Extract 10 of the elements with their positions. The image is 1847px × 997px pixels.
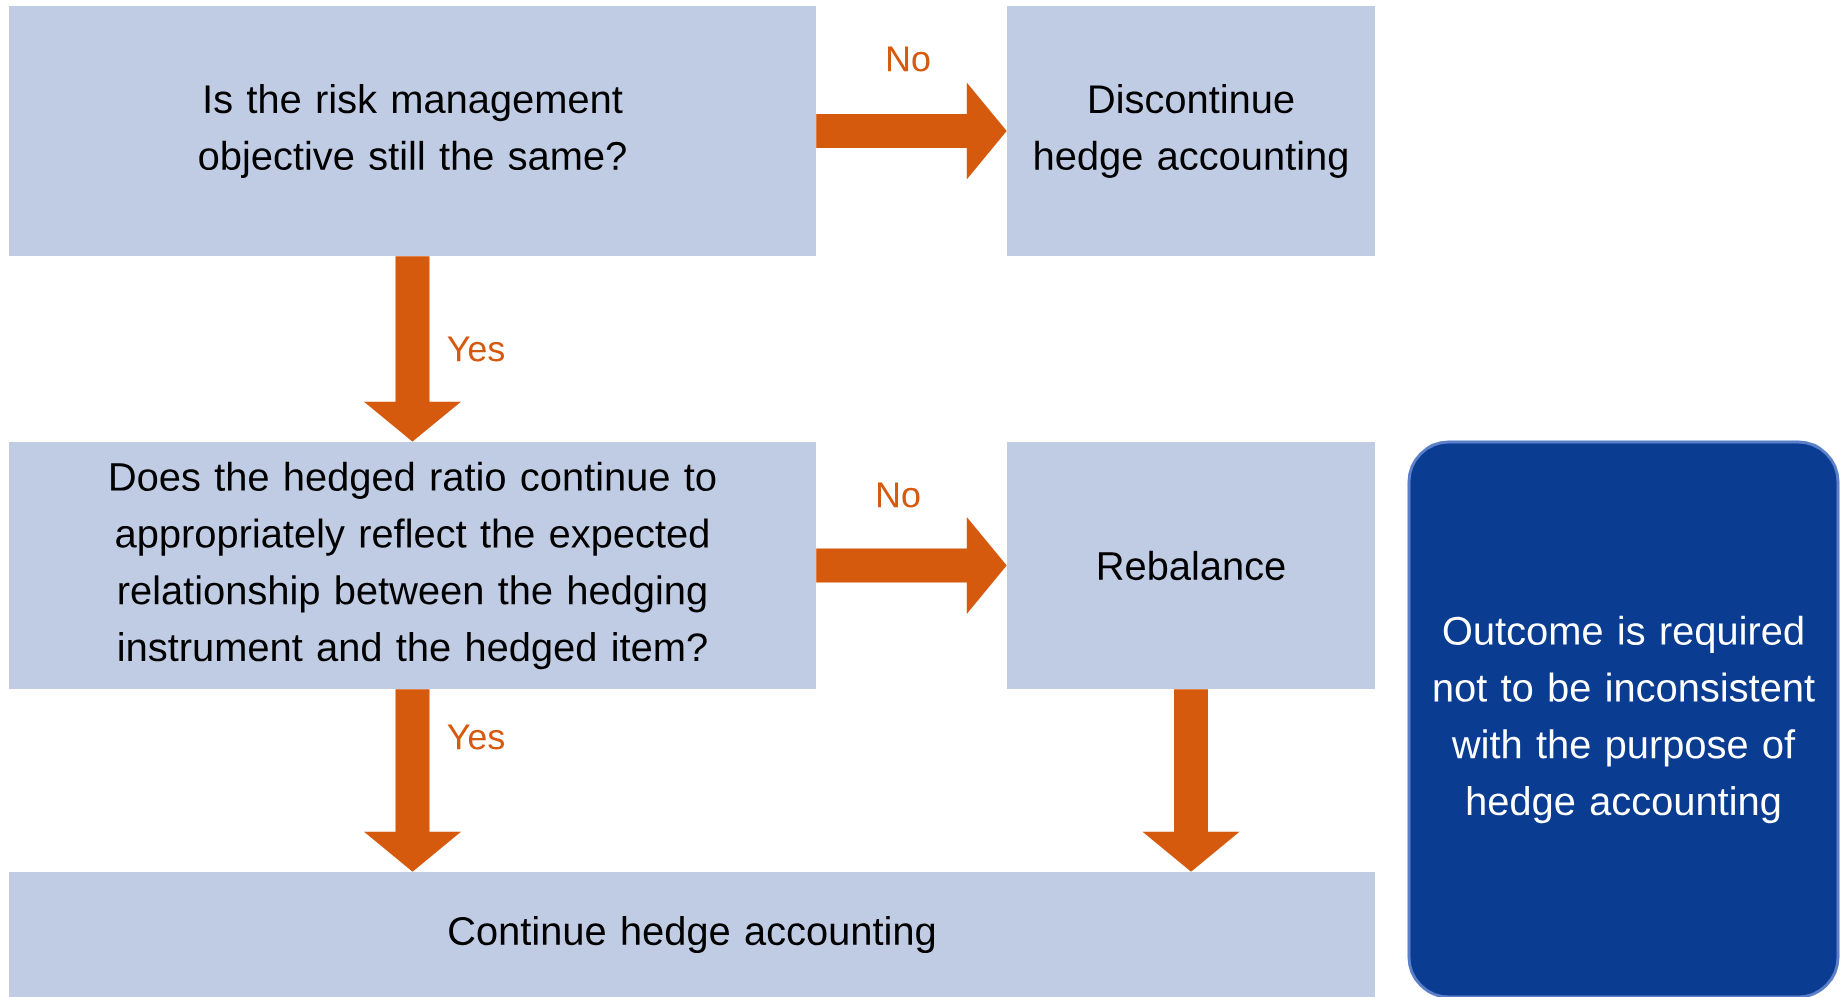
outcome-box: Outcome is required not to be inconsistent with the purpose of hedge accounting bbox=[1407, 440, 1840, 997]
process-box: Is the risk management objective still the same? bbox=[9, 6, 816, 256]
edge-label: No bbox=[878, 482, 920, 508]
process-box: Continue hedge accounting bbox=[9, 872, 1375, 997]
process-box: Discontinue hedge accounting bbox=[1007, 6, 1375, 256]
edge-label: Yes bbox=[447, 336, 504, 362]
process-box: Rebalance bbox=[1007, 442, 1375, 689]
edge-label: Yes bbox=[447, 724, 504, 750]
process-box: Does the hedged ratio continue to appropriately reflect the expected relationship between the hedging instrument and the hedged item? bbox=[9, 442, 816, 689]
edge-label: No bbox=[888, 46, 930, 72]
